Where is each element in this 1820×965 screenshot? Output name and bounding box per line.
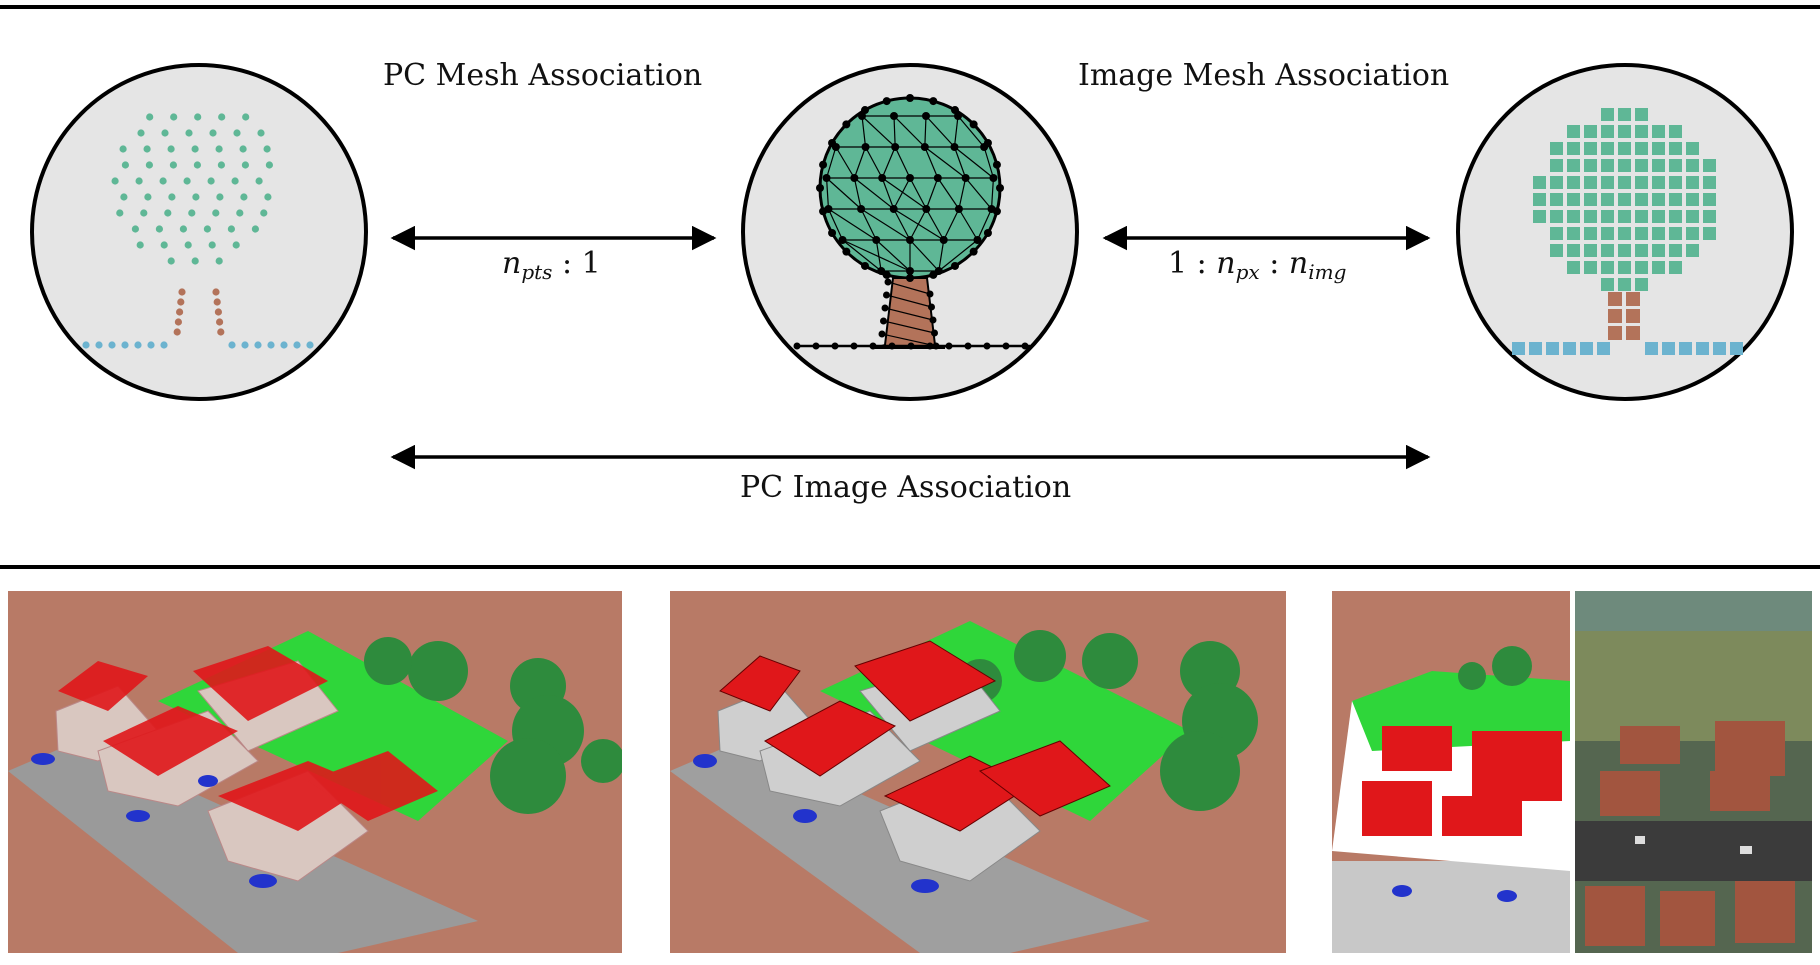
top-rule bbox=[0, 5, 1820, 9]
aerial-photo bbox=[1575, 591, 1812, 953]
point-cloud-circle bbox=[30, 63, 368, 401]
image-label-render bbox=[1332, 591, 1570, 953]
mesh-tree-icon bbox=[793, 94, 1030, 350]
mesh-render bbox=[670, 591, 1286, 953]
pc-mesh-label: PC Mesh Association bbox=[383, 58, 703, 93]
point-cloud-render bbox=[8, 591, 622, 953]
mesh-circle bbox=[741, 63, 1079, 401]
ratio-right: 1 : npx : nimg bbox=[1168, 246, 1347, 284]
association-diagram bbox=[30, 63, 1794, 470]
pixel-circle bbox=[1456, 63, 1794, 401]
image-mesh-label: Image Mesh Association bbox=[1078, 58, 1450, 93]
pixel-tree-icon bbox=[1512, 108, 1743, 355]
middle-rule bbox=[0, 565, 1820, 569]
ratio-left: npts : 1 bbox=[502, 246, 601, 284]
pc-image-label: PC Image Association bbox=[740, 470, 1072, 505]
point-cloud-tree-icon bbox=[82, 113, 314, 349]
